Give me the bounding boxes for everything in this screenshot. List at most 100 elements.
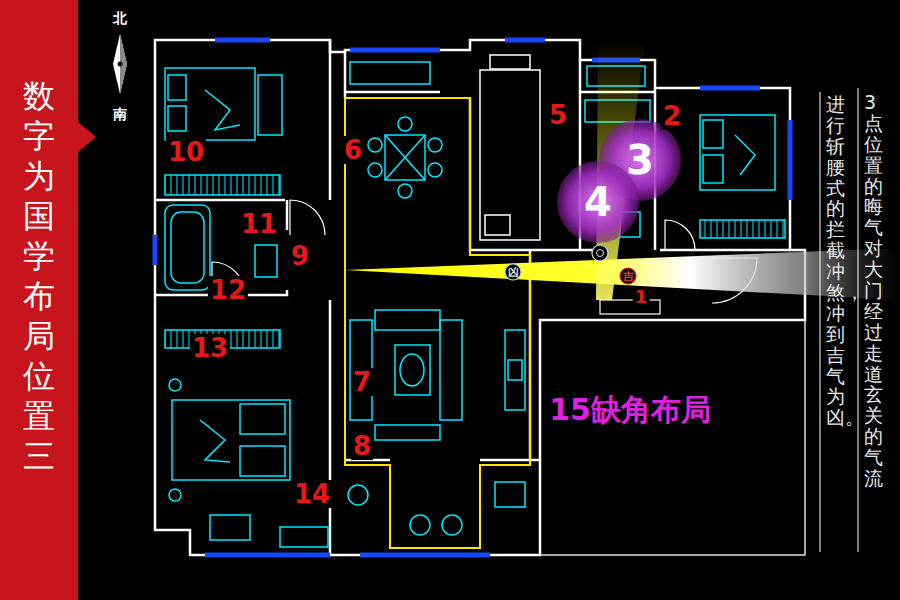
marked-circle: 4: [556, 160, 640, 244]
door-swing: [600, 300, 660, 314]
furniture: [200, 420, 230, 462]
furniture: [240, 404, 285, 434]
door-swing: [290, 200, 325, 235]
living-area-outline: [345, 98, 530, 548]
furniture: [395, 345, 430, 395]
furniture: [258, 75, 282, 135]
wall: [329, 300, 332, 555]
furniture: [700, 220, 785, 238]
furniture: [205, 90, 240, 130]
furniture: [700, 115, 775, 190]
callout-number: 7: [351, 368, 373, 396]
window: [700, 86, 760, 91]
circle-number: 4: [584, 182, 612, 222]
furniture: [368, 163, 382, 177]
window: [360, 553, 490, 558]
furniture: [168, 106, 186, 131]
furniture: [348, 485, 368, 505]
marked-circle: 凶: [504, 263, 522, 281]
furniture: [410, 515, 430, 535]
circle-shape: [557, 161, 639, 243]
furniture: [165, 62, 785, 547]
compass: [118, 62, 123, 67]
door-swing: [665, 220, 695, 250]
callout-number: 13: [190, 334, 230, 362]
sidebar-band: [0, 0, 78, 600]
wall: [286, 200, 289, 230]
compass: [113, 34, 127, 94]
kitchen-counter: [480, 55, 540, 240]
furniture: [168, 75, 186, 100]
furniture: [505, 330, 525, 410]
furniture: [735, 135, 755, 175]
wall: [660, 249, 790, 252]
compass: [113, 34, 127, 94]
furniture: [375, 310, 440, 330]
furniture: [169, 379, 181, 391]
callout-number: 11: [239, 210, 279, 238]
callout-number: 1: [633, 287, 650, 307]
callout-number: 5: [547, 101, 569, 129]
callout-number: 9: [289, 242, 311, 270]
living-area-outline: [345, 98, 530, 548]
circle-shape: [505, 264, 521, 280]
wall: [155, 40, 805, 555]
furniture: [385, 135, 425, 180]
kitchen-counter: [490, 55, 530, 69]
furniture: [255, 245, 277, 277]
luopan-symbol: [592, 245, 608, 261]
wall: [155, 40, 805, 555]
column-rule: [820, 88, 858, 552]
callout-number: 8: [351, 432, 373, 460]
furniture: [169, 489, 181, 501]
furniture: [508, 360, 522, 380]
furniture: [703, 120, 723, 148]
column-rule: [820, 92, 821, 552]
window: [788, 120, 793, 200]
furniture: [171, 212, 204, 283]
furniture: [240, 446, 285, 476]
light-beam: [345, 248, 900, 300]
furniture: [442, 515, 462, 535]
sidebar-title: 数字为国学布局位置三: [23, 76, 55, 476]
sidebar-band: [78, 122, 96, 152]
window: [153, 235, 158, 265]
furniture: [210, 515, 250, 540]
column-rule: [858, 88, 859, 552]
circle-number: 吉: [623, 271, 634, 282]
furniture: [368, 138, 382, 152]
callout-number: 10: [166, 138, 206, 166]
wall: [470, 98, 580, 250]
furniture: [165, 68, 255, 140]
furniture: [703, 155, 723, 183]
window: [205, 553, 330, 558]
circle-number: 凶: [508, 267, 519, 278]
furniture: [398, 117, 412, 131]
callout-number: 14: [292, 480, 332, 508]
furniture: [165, 205, 210, 290]
furniture: [165, 175, 280, 195]
furniture: [398, 184, 412, 198]
furniture: [428, 138, 442, 152]
callout-number: 12: [208, 276, 248, 304]
callout-number: 6: [342, 136, 364, 164]
note-column: 进行斩腰式的拦截冲煞，冲到吉气为凶。: [826, 94, 845, 428]
furniture: [400, 354, 424, 386]
furniture: [385, 135, 425, 180]
furniture: [375, 425, 440, 440]
missing-corner-outline: [540, 320, 805, 555]
marked-circle: 吉: [619, 267, 637, 285]
window: [350, 48, 440, 53]
circle-shape: [620, 268, 636, 284]
furniture: [495, 482, 525, 507]
furniture: [350, 62, 430, 84]
window: [505, 38, 545, 43]
kitchen-counter: [485, 215, 510, 235]
circle-number: 3: [626, 140, 654, 180]
furniture: [280, 527, 328, 547]
luopan-symbol: [597, 250, 604, 257]
furniture: [172, 400, 290, 480]
missing-corner-outline: [540, 320, 805, 555]
